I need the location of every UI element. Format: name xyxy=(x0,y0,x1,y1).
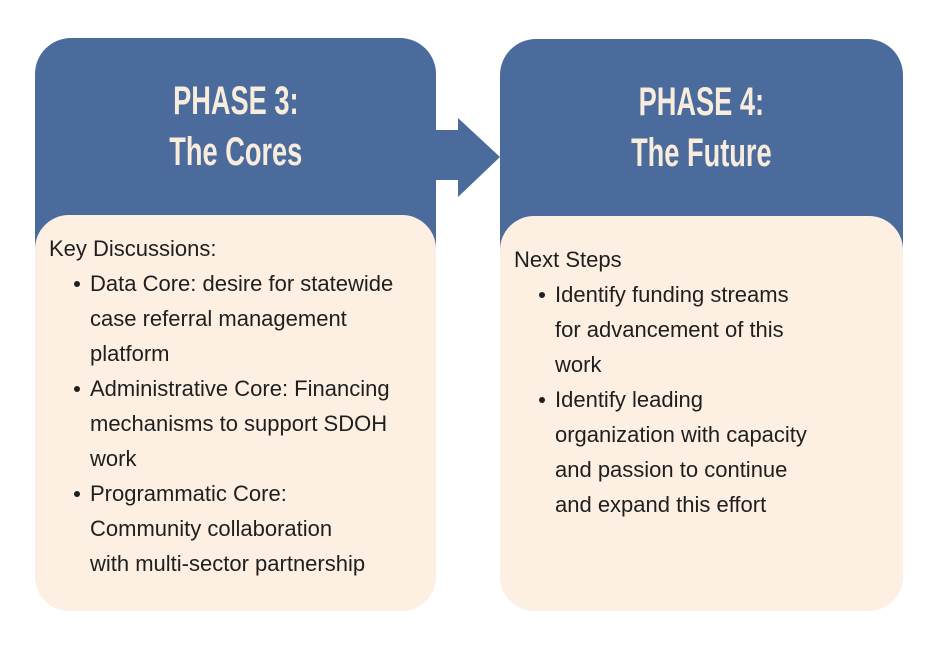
phase3-title-line1: PHASE 3: xyxy=(172,78,299,123)
phase4-title-line2: The Future xyxy=(631,130,772,175)
bullet-item: Programmatic Core: Community collaborati… xyxy=(74,476,428,581)
right-arrow-icon xyxy=(436,118,500,197)
phase4-title: PHASE 4: The Future xyxy=(631,77,772,179)
phase3-title-line2: The Cores xyxy=(168,129,302,174)
bullet-item: Administrative Core: Financing mechanism… xyxy=(74,371,428,476)
bullet-item: Identify funding streams for advancement… xyxy=(539,277,895,382)
phase4-title-line1: PHASE 4: xyxy=(638,79,765,124)
phase3-card: PHASE 3: The Cores Key Discussions: Data… xyxy=(35,38,436,611)
phase4-header: PHASE 4: The Future xyxy=(500,39,903,216)
phase4-body: Next Steps Identify funding streams for … xyxy=(500,216,903,611)
phase4-body-heading: Next Steps xyxy=(514,247,622,272)
phase3-body-heading: Key Discussions: xyxy=(49,236,217,261)
right-arrow-shape xyxy=(436,118,500,197)
phase4-bullet-list: Identify funding streams for advancement… xyxy=(514,277,895,522)
phase3-title: PHASE 3: The Cores xyxy=(169,76,302,178)
phase3-bullet-list: Data Core: desire for statewide case ref… xyxy=(49,266,428,581)
bullet-item: Identify leading organization with capac… xyxy=(539,382,895,522)
phase3-body: Key Discussions: Data Core: desire for s… xyxy=(35,215,436,611)
phase4-card: PHASE 4: The Future Next Steps Identify … xyxy=(500,39,903,611)
bullet-item: Data Core: desire for statewide case ref… xyxy=(74,266,428,371)
phase3-header: PHASE 3: The Cores xyxy=(35,38,436,215)
